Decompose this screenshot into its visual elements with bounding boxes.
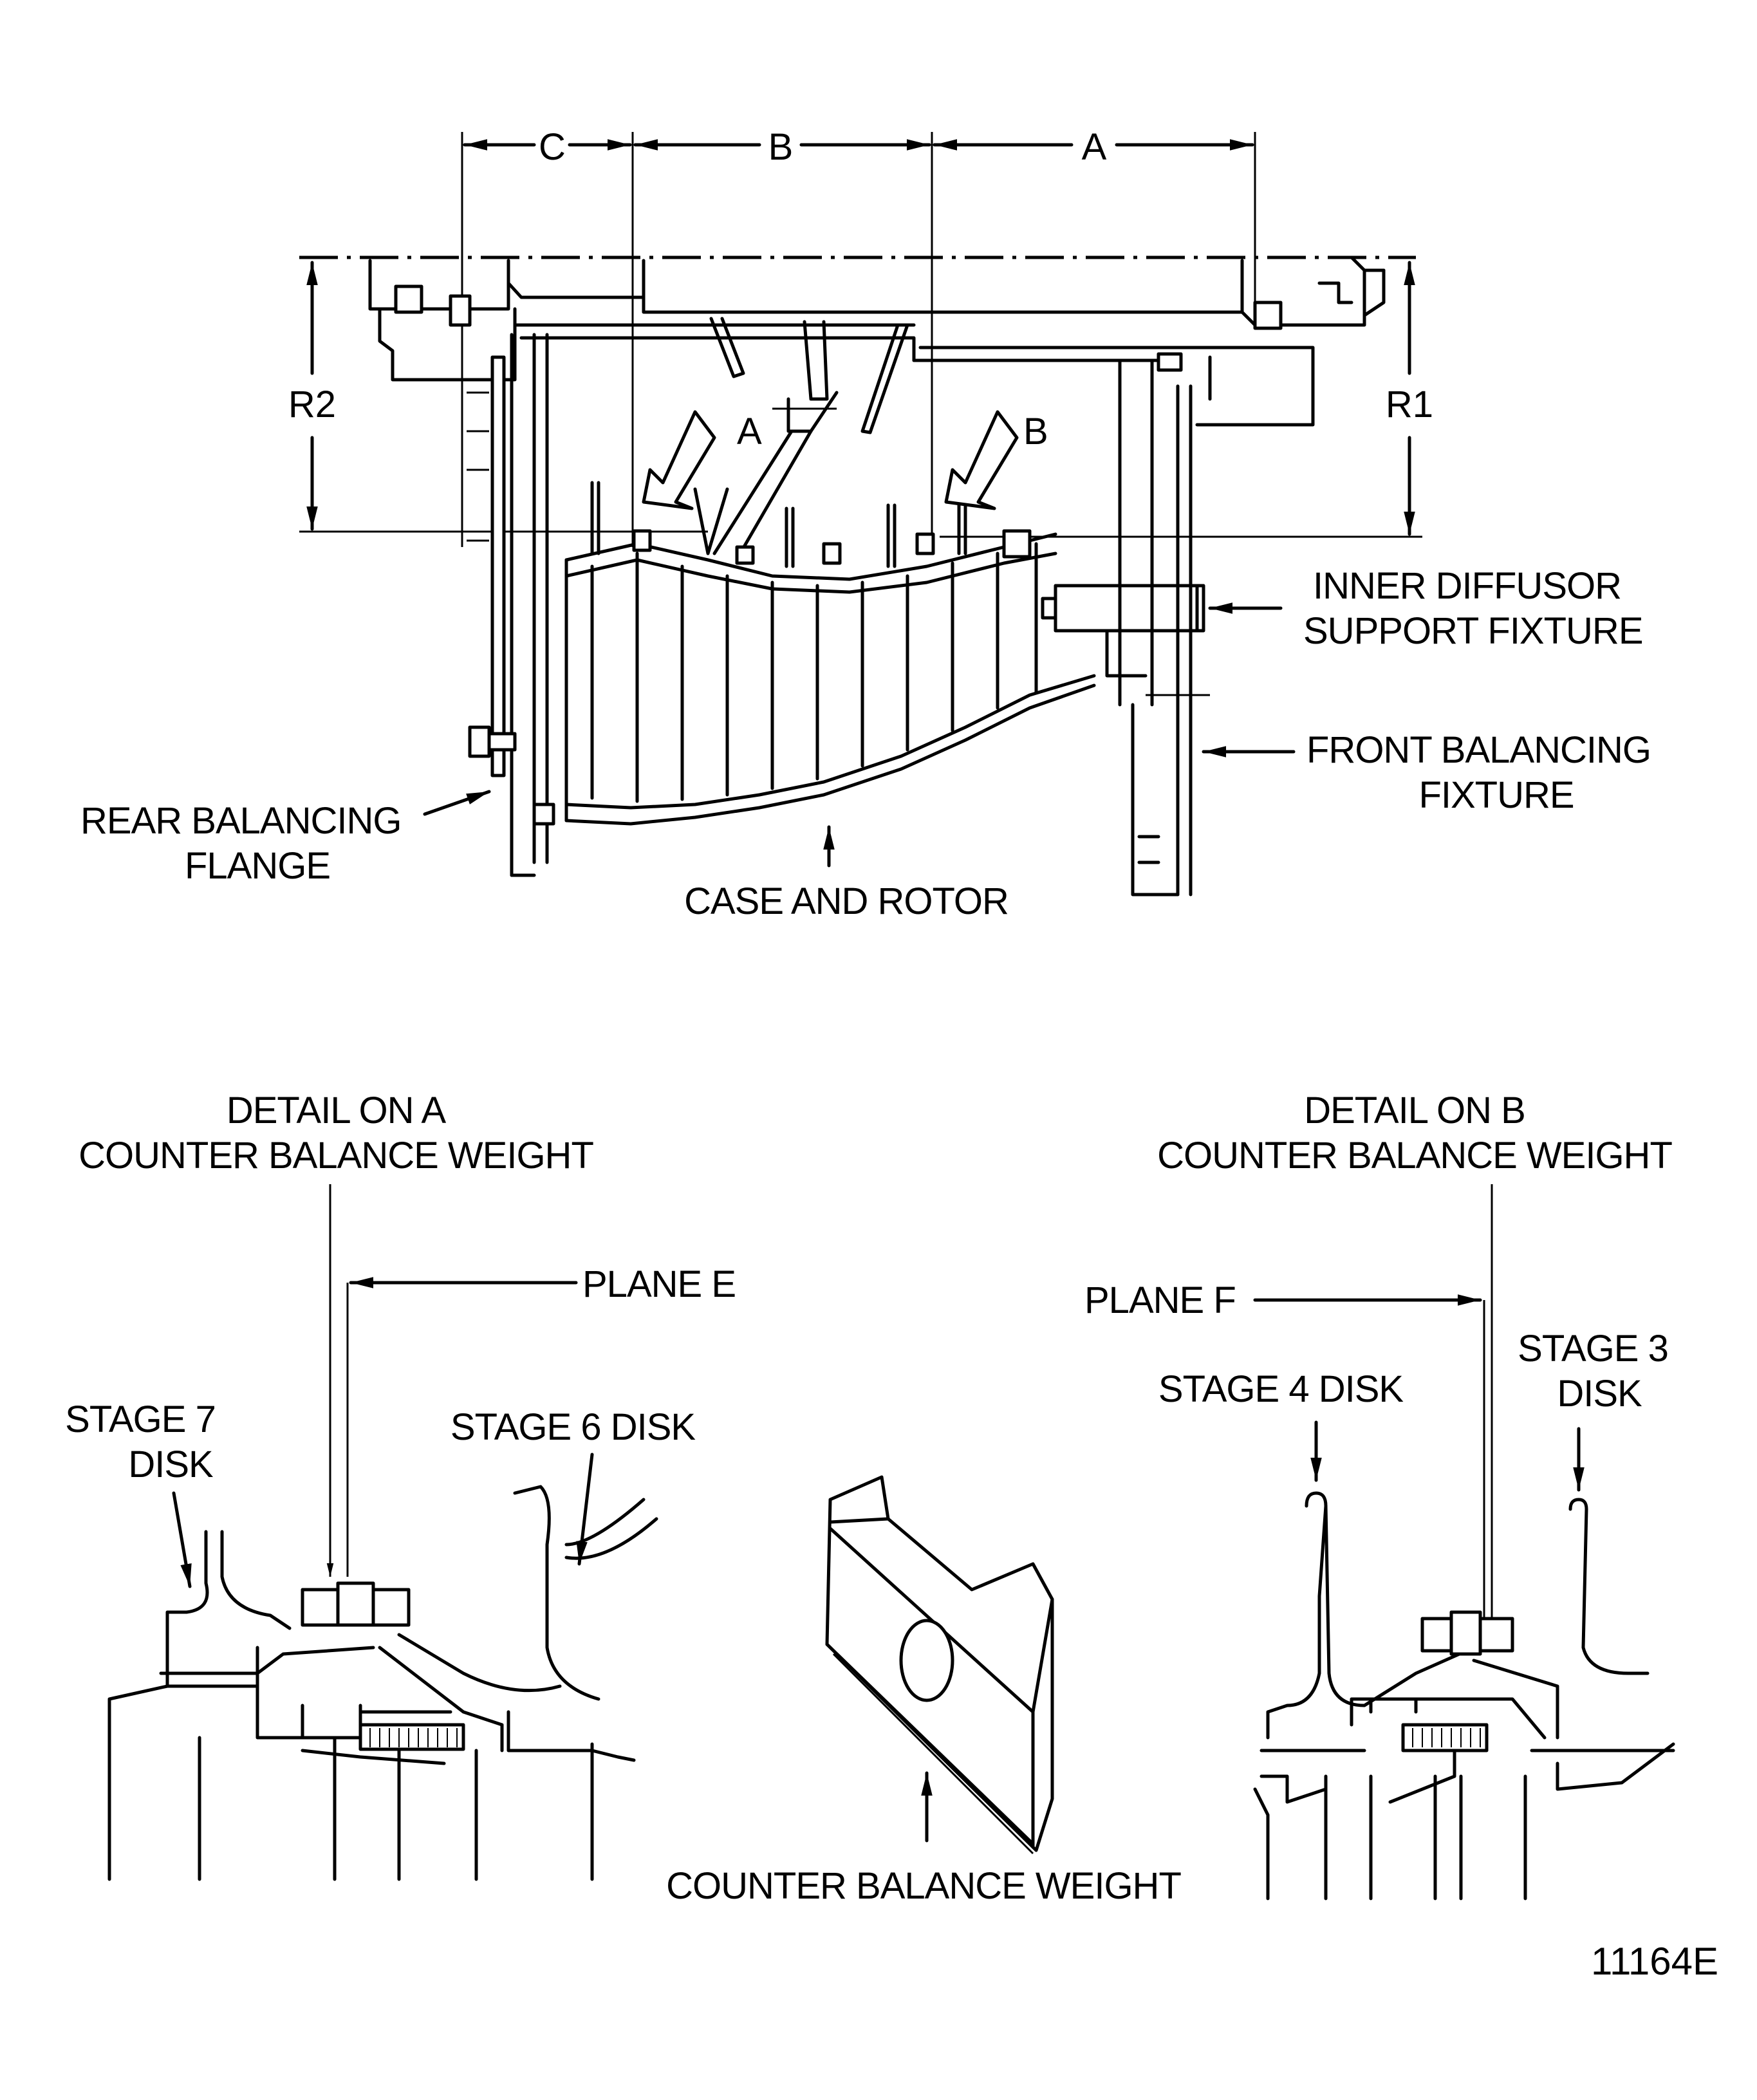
dimension-a-label: A bbox=[1082, 126, 1107, 168]
detail-arrow-a bbox=[642, 410, 716, 510]
rear-balancing-leader bbox=[423, 790, 491, 816]
stage-3-label-line1: STAGE 3 bbox=[1518, 1328, 1668, 1370]
detail-arrow-b-label: B bbox=[1023, 411, 1048, 452]
detail-b-view: DETAIL ON B COUNTER BALANCE WEIGHT PLANE… bbox=[1084, 1090, 1675, 1900]
counter-balance-weight-drawing bbox=[825, 1475, 1054, 1855]
counter-balance-weight-label: COUNTER BALANCE WEIGHT bbox=[666, 1865, 1181, 1907]
main-assembly-view: C B A R2 R1 bbox=[80, 126, 1651, 922]
case-and-rotor-drawing bbox=[564, 481, 1096, 826]
stage-7-label-line1: STAGE 7 bbox=[65, 1398, 216, 1440]
plane-e-label: PLANE E bbox=[582, 1263, 736, 1305]
weight-hatch bbox=[369, 1728, 458, 1747]
stage-3-label-line2: DISK bbox=[1557, 1373, 1642, 1415]
detail-arrow-a-label: A bbox=[737, 411, 762, 452]
struts bbox=[709, 317, 909, 555]
dimension-b-label: B bbox=[768, 126, 794, 168]
front-balancing-label-line2: FIXTURE bbox=[1418, 774, 1574, 816]
counter-balance-weight-view: COUNTER BALANCE WEIGHT bbox=[666, 1475, 1182, 1907]
inner-diffusor-label-line2: SUPPORT FIXTURE bbox=[1303, 610, 1643, 652]
detail-b-title-line2: COUNTER BALANCE WEIGHT bbox=[1157, 1135, 1672, 1176]
dimension-c-label: C bbox=[539, 126, 566, 168]
stage-6-label: STAGE 6 DISK bbox=[451, 1406, 696, 1448]
plane-f-label: PLANE F bbox=[1084, 1279, 1236, 1321]
stage-4-label: STAGE 4 DISK bbox=[1158, 1368, 1404, 1410]
rear-balancing-flange-drawing bbox=[467, 333, 555, 877]
detail-a-view: DETAIL ON A COUNTER BALANCE WEIGHT PLANE… bbox=[65, 1090, 736, 1881]
case-and-rotor-label: CASE AND ROTOR bbox=[684, 880, 1009, 922]
inner-diffusor-label-line1: INNER DIFFUSOR bbox=[1313, 565, 1621, 607]
stage-7-label-line2: DISK bbox=[128, 1444, 214, 1485]
figure-id: 11164E bbox=[1591, 1940, 1718, 1983]
rotor-blades bbox=[590, 542, 1038, 803]
detail-a-title-line1: DETAIL ON A bbox=[227, 1090, 447, 1131]
dimension-lines bbox=[461, 132, 1256, 547]
r2-label: R2 bbox=[288, 384, 336, 425]
detail-b-title-line1: DETAIL ON B bbox=[1304, 1090, 1525, 1131]
front-balancing-fixture-drawing bbox=[1118, 358, 1210, 897]
detail-a-disks-drawing bbox=[107, 1485, 658, 1881]
top-housing bbox=[368, 256, 1386, 427]
rear-balancing-label-line2: FLANGE bbox=[185, 845, 330, 887]
front-balancing-label-line1: FRONT BALANCING bbox=[1306, 729, 1651, 771]
detail-b-disks-drawing bbox=[1253, 1491, 1675, 1900]
rear-balancing-label-line1: REAR BALANCING bbox=[80, 800, 401, 842]
r1-label: R1 bbox=[1386, 384, 1433, 425]
detail-a-title-line2: COUNTER BALANCE WEIGHT bbox=[79, 1135, 593, 1176]
weight-hatch-b bbox=[1412, 1728, 1481, 1747]
stage-7-leader bbox=[172, 1491, 192, 1588]
detail-arrow-b bbox=[944, 410, 1019, 510]
stage-6-leader bbox=[576, 1453, 594, 1566]
